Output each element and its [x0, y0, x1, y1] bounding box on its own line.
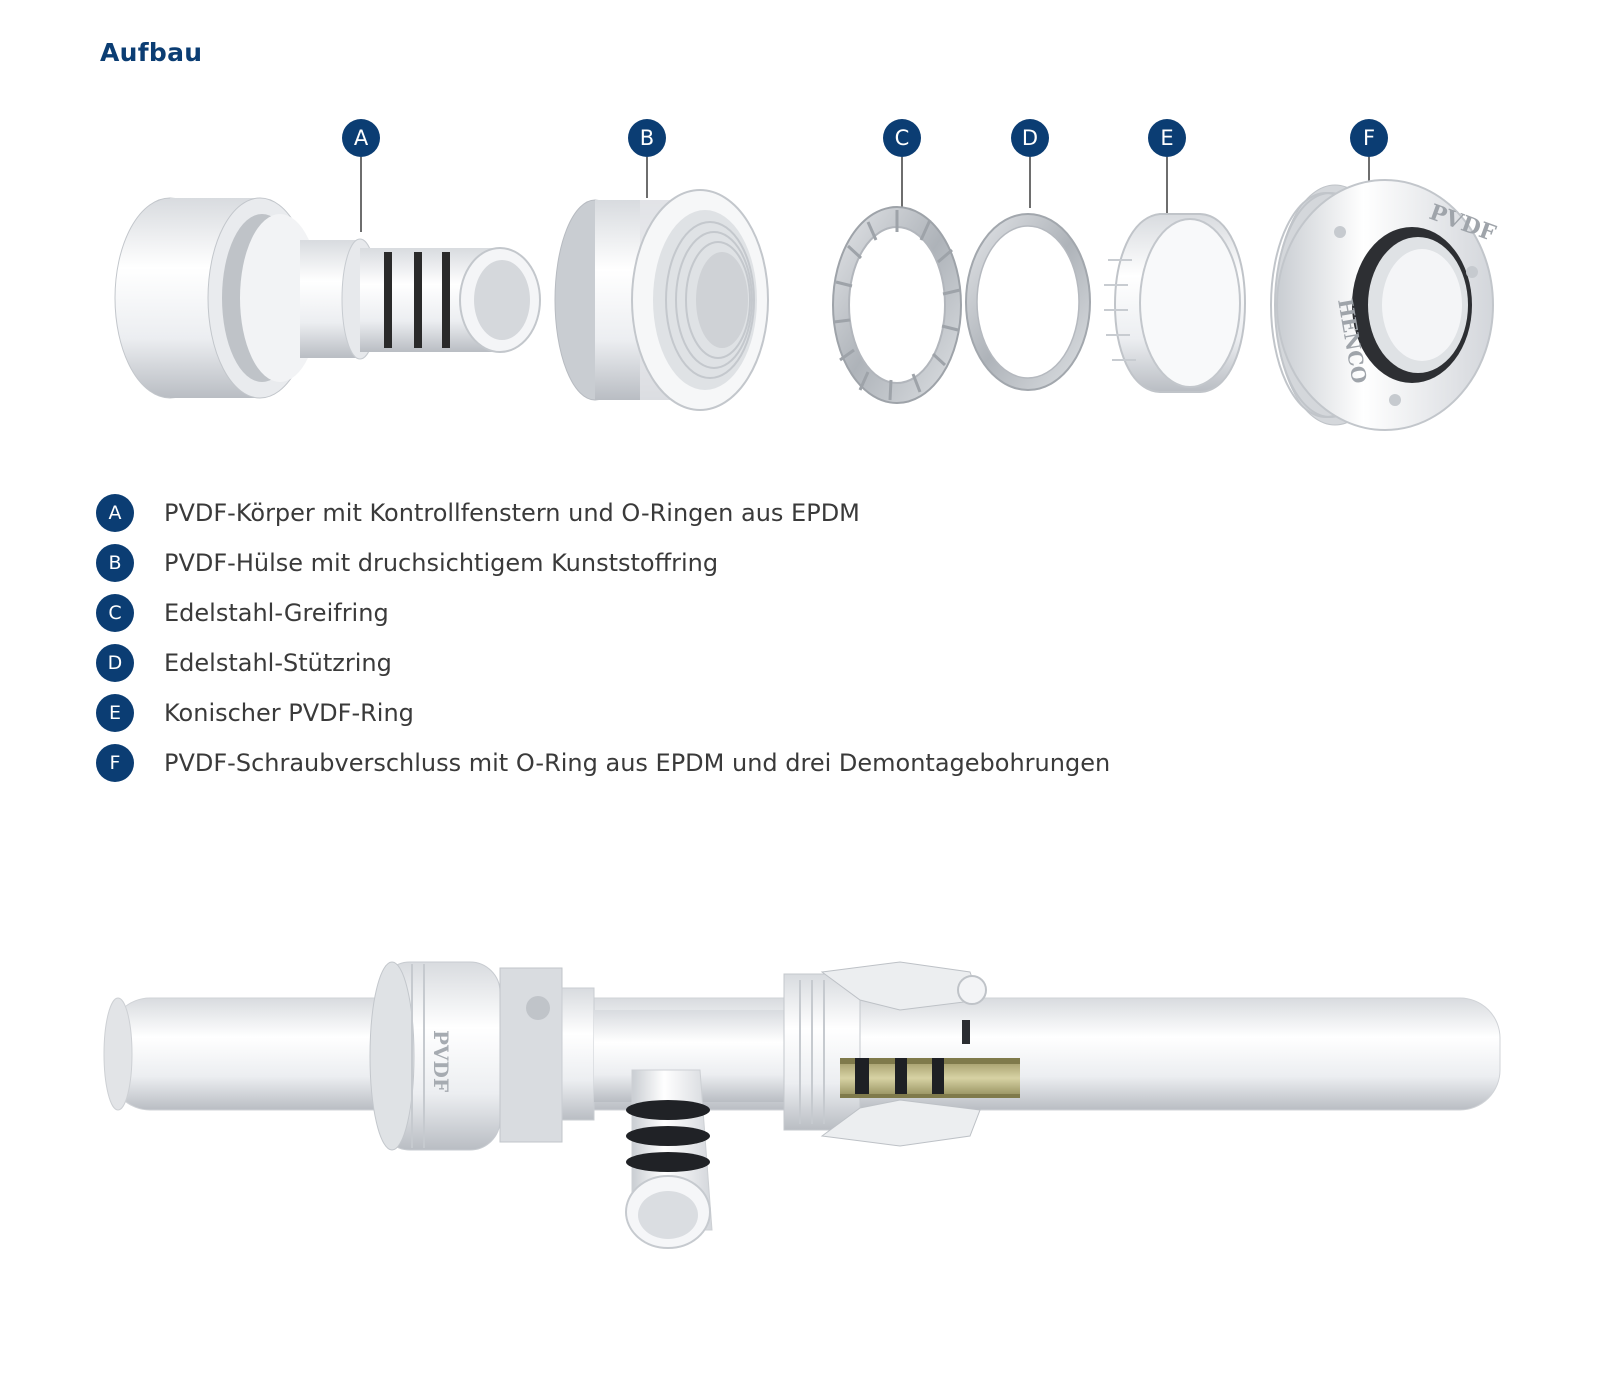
- callout-badge-b: B: [628, 119, 666, 157]
- legend-description-d: Edelstahl-Stützring: [164, 649, 392, 677]
- legend-item-d: D Edelstahl-Stützring: [96, 638, 1110, 688]
- svg-text:C: C: [895, 126, 910, 150]
- svg-text:B: B: [640, 126, 654, 150]
- legend-item-b: B PVDF-Hülse mit druchsichtigem Kunststo…: [96, 538, 1110, 588]
- legend-description-e: Konischer PVDF-Ring: [164, 699, 414, 727]
- legend-badge-c: C: [96, 594, 134, 632]
- legend-description-c: Edelstahl-Greifring: [164, 599, 389, 627]
- legend-item-c: C Edelstahl-Greifring: [96, 588, 1110, 638]
- legend-description-b: PVDF-Hülse mit druchsichtigem Kunststoff…: [164, 549, 719, 577]
- part-a-pvdf-body: [114, 197, 541, 399]
- callout-badge-f: F: [1350, 119, 1388, 157]
- callout-badge-e: E: [1148, 119, 1186, 157]
- assembled-tee-illustration: PVDF: [103, 961, 1501, 1249]
- svg-text:E: E: [1160, 126, 1173, 150]
- part-c-grip-ring: [832, 206, 962, 404]
- legend-description-a: PVDF-Körper mit Kontrollfenstern und O-R…: [164, 499, 860, 527]
- legend-description-f: PVDF-Schraubverschluss mit O-Ring aus EP…: [164, 749, 1111, 777]
- svg-text:F: F: [1363, 126, 1375, 150]
- part-f-screw-cap: PVDF HENCO: [1270, 179, 1499, 431]
- tee-engraving-pvdf: PVDF: [429, 1030, 453, 1092]
- part-b-pvdf-sleeve: [554, 189, 769, 411]
- callout-badge-a: A: [342, 119, 380, 157]
- page-title: Aufbau: [100, 38, 203, 67]
- legend-badge-e: E: [96, 694, 134, 732]
- part-e-conical-ring: [1104, 213, 1246, 393]
- callout-badges: A B C D E F: [342, 119, 1388, 157]
- legend-item-a: A PVDF-Körper mit Kontrollfenstern und O…: [96, 488, 1110, 538]
- legend-badge-a: A: [96, 494, 134, 532]
- svg-text:A: A: [354, 126, 369, 150]
- legend-item-e: E Konischer PVDF-Ring: [96, 688, 1110, 738]
- legend-item-f: F PVDF-Schraubverschluss mit O-Ring aus …: [96, 738, 1110, 788]
- leader-lines: [360, 157, 1370, 232]
- legend-badge-b: B: [96, 544, 134, 582]
- callout-badge-d: D: [1011, 119, 1049, 157]
- callout-badge-c: C: [883, 119, 921, 157]
- legend-badge-f: F: [96, 744, 134, 782]
- grip-teeth: [833, 210, 961, 401]
- svg-text:D: D: [1022, 126, 1038, 150]
- legend-badge-d: D: [96, 644, 134, 682]
- component-legend: A PVDF-Körper mit Kontrollfenstern und O…: [96, 488, 1110, 788]
- part-d-support-ring: [965, 213, 1091, 391]
